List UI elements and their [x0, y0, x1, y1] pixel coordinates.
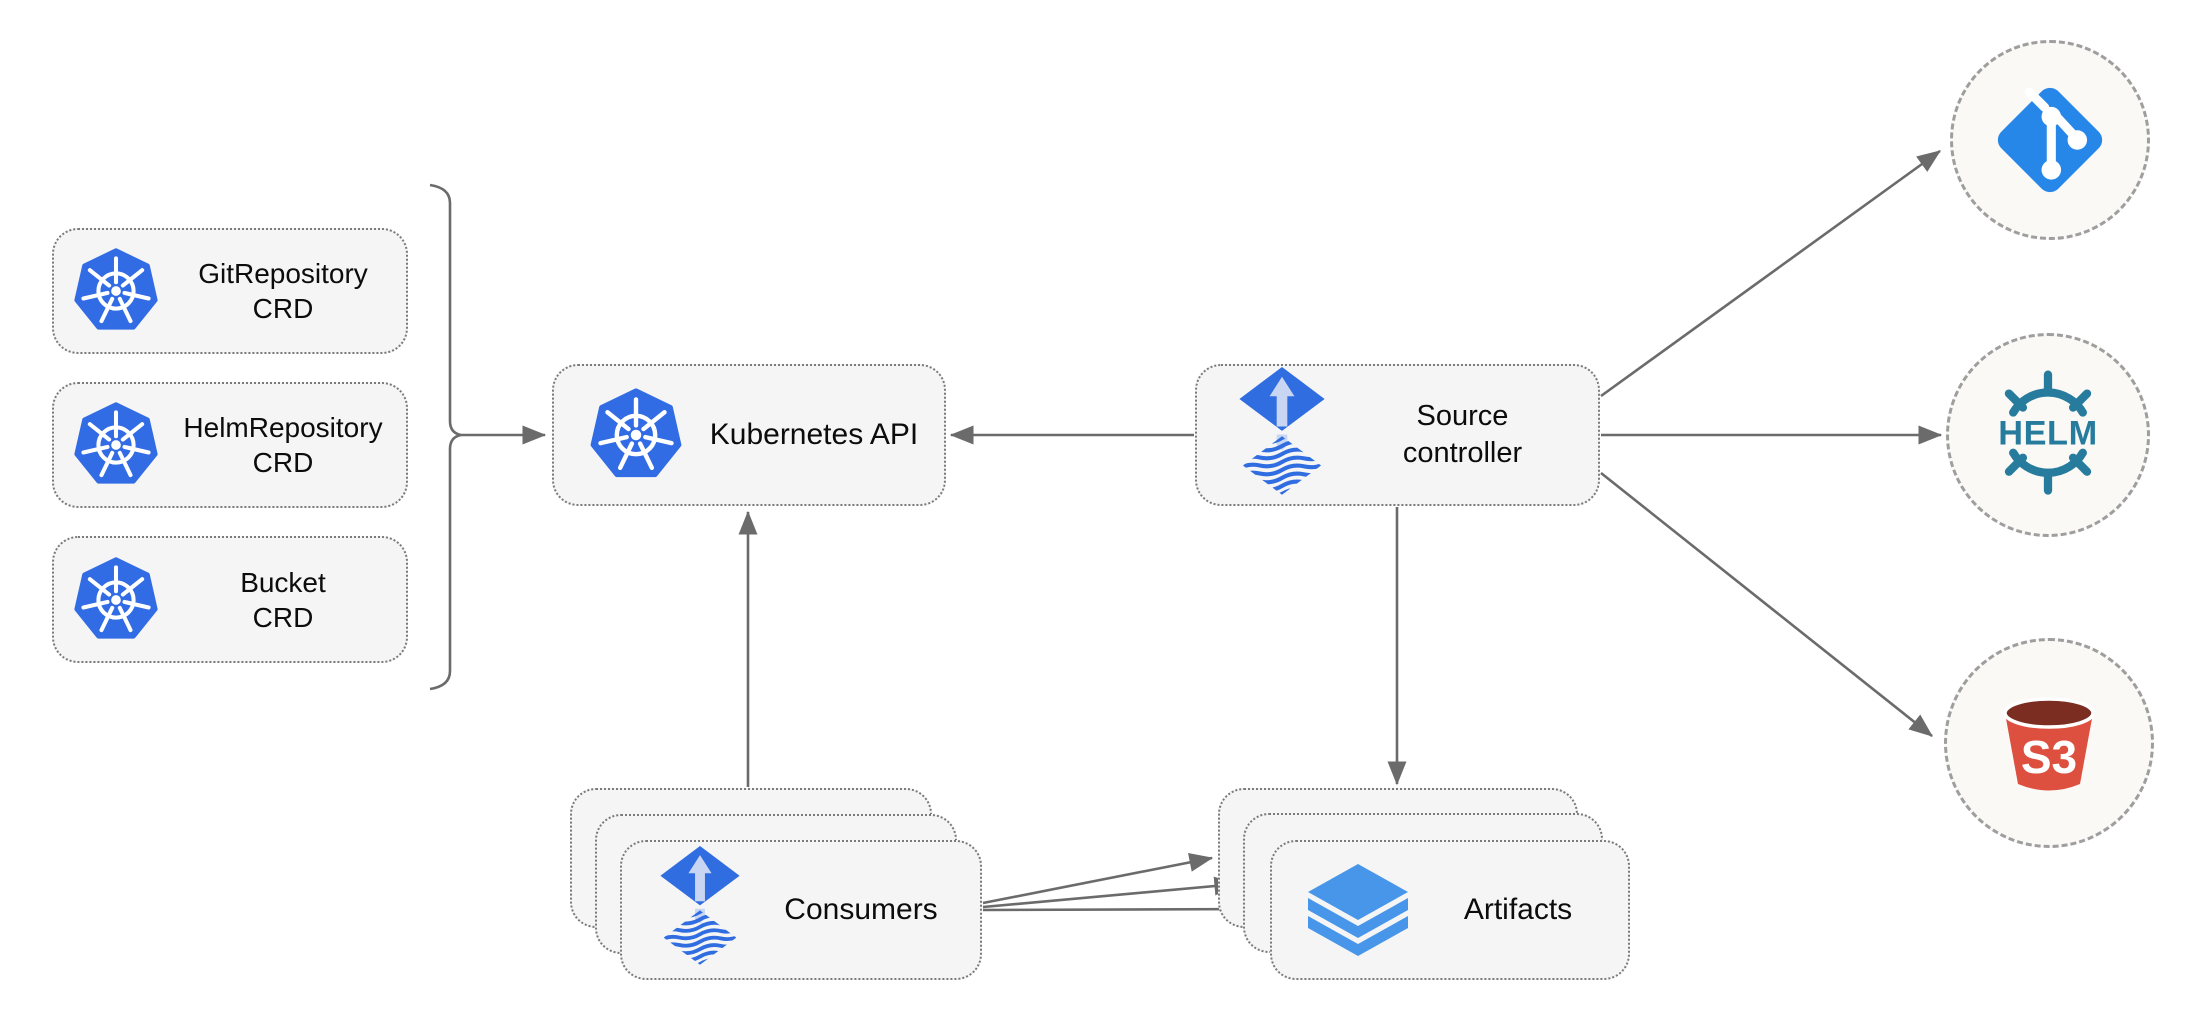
artifacts-label: Artifacts: [1463, 893, 1573, 926]
consumers-node: Consumers: [620, 840, 982, 980]
layers-icon: [1308, 863, 1408, 957]
git-source-node: [1950, 40, 2150, 240]
helm-wordmark: HELM: [1998, 414, 2098, 452]
bucket-crd-label: Bucket CRD: [160, 565, 406, 635]
crd-label-line1: HelmRepository: [183, 412, 383, 443]
crd-label-line1: GitRepository: [198, 258, 368, 289]
kubernetes-api-node: Kubernetes API: [552, 364, 946, 506]
s3-wordmark: S3: [2021, 731, 2077, 783]
kubernetes-api-label: Kubernetes API: [709, 418, 919, 451]
gitrepository-crd-node: GitRepository CRD: [52, 228, 408, 354]
arrow-source-controller-to-s3: [1600, 471, 1933, 738]
crd-label-line2: CRD: [252, 293, 314, 324]
crd-group-bracket: [429, 183, 462, 691]
helmrepository-crd-label: HelmRepository CRD: [160, 410, 406, 480]
bucket-crd-node: Bucket CRD: [52, 536, 408, 663]
kubernetes-icon: [72, 247, 160, 335]
crd-label-line2: CRD: [252, 601, 314, 633]
s3-bucket-icon: S3: [2003, 697, 2095, 791]
consumers-label: Consumers: [784, 893, 938, 926]
source-controller-label-line2: controller: [1402, 437, 1523, 469]
git-icon: [1997, 87, 2103, 193]
gitrepository-crd-label: GitRepository CRD: [160, 256, 406, 326]
arrow-consumers-to-artifacts-1: [982, 853, 1214, 905]
flux-icon: [1237, 367, 1327, 509]
kubernetes-icon: [588, 387, 684, 483]
crd-label-line2: CRD: [252, 447, 314, 478]
arrow-source-controller-to-git: [1600, 149, 1941, 398]
flux-icon: [658, 846, 742, 978]
artifacts-node: Artifacts: [1270, 840, 1630, 980]
helm-icon: HELM: [1998, 370, 2098, 495]
source-controller-node: Source controller: [1195, 364, 1600, 506]
arrow-consumers-to-artifacts-2: [982, 876, 1239, 909]
source-controller-label-line1: Source: [1416, 400, 1509, 432]
helmrepository-crd-node: HelmRepository CRD: [52, 382, 408, 508]
crd-label-line1: Bucket: [240, 566, 326, 598]
kubernetes-icon: [72, 556, 160, 644]
source-controller-label: Source controller: [1327, 398, 1598, 472]
arrow-consumers-to-artifacts-3: [982, 899, 1265, 919]
s3-source-node: S3: [1944, 638, 2154, 848]
kubernetes-icon: [72, 401, 160, 489]
helm-source-node: HELM: [1946, 333, 2150, 537]
